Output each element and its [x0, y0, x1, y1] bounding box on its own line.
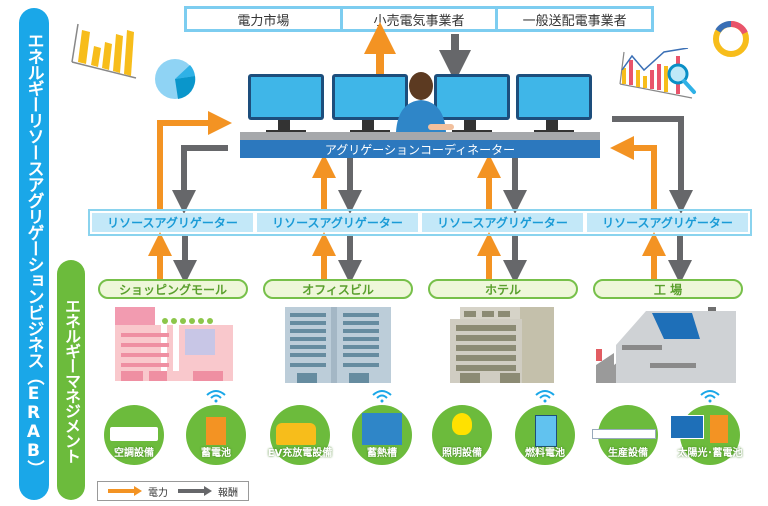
legend-power-label: 電力	[148, 487, 168, 499]
facility-hotel: ホテル	[428, 279, 578, 299]
hotel-building-icon	[450, 307, 554, 383]
resource-aggregator-4: リソースアグリゲーター	[587, 213, 748, 232]
office-building-icon	[285, 307, 391, 383]
resource-aggregator-row: リソースアグリゲーター リソースアグリゲーター リソースアグリゲーター リソース…	[88, 209, 752, 236]
ev-charger-icon	[276, 423, 316, 445]
device-label: EV充放電設備	[267, 448, 333, 459]
device-label: 照明設備	[442, 448, 482, 459]
device-fuel-cell: 燃料電池	[515, 405, 575, 465]
coordinator-desk	[240, 132, 600, 140]
reward-arrow-right-outer	[612, 116, 693, 214]
bar-chart-icon	[71, 23, 137, 79]
market-cell-transmission-distribution: 一般送配電事業者	[498, 9, 652, 29]
aggregation-coordinator-bar: アグリゲーションコーディネーター	[240, 140, 600, 158]
erab-label: エネルギーリソースアグリゲーションビジネス（ERAB）	[19, 8, 49, 500]
device-label: 燃料電池	[525, 448, 565, 459]
device-label: 空調設備	[114, 448, 154, 459]
energy-management-label: エネルギーマネジメント	[57, 260, 85, 500]
device-label: 生産設備	[608, 448, 648, 459]
legend-reward-label: 報酬	[218, 487, 238, 499]
device-production-equipment: 生産設備	[592, 405, 658, 465]
resource-aggregator-2: リソースアグリゲーター	[257, 213, 418, 232]
resource-aggregator-3: リソースアグリゲーター	[422, 213, 583, 232]
power-arrow-left-outer	[157, 111, 232, 209]
power-arrow-right-outer	[610, 136, 657, 209]
resource-aggregator-1: リソースアグリゲーター	[92, 213, 253, 232]
device-solar-battery: 太陽光･蓄電池	[670, 405, 743, 465]
donut-chart-icon	[713, 21, 749, 57]
device-storage-battery: 蓄電池	[186, 405, 246, 465]
storage-battery-icon	[206, 417, 226, 445]
facility-office-building: オフィスビル	[263, 279, 413, 299]
solar-battery-icon	[670, 415, 704, 439]
wifi-icon	[700, 390, 720, 403]
operator-person-icon	[396, 72, 454, 132]
device-label: 蓄熱槽	[367, 448, 397, 459]
device-ev-charger: EV充放電設備	[268, 405, 332, 465]
line-chart-magnifier-icon	[619, 48, 696, 99]
legend: 電力 報酬	[97, 481, 249, 501]
market-cell-power-market: 電力市場	[187, 9, 340, 29]
monitor-4	[516, 74, 592, 133]
device-label: 蓄電池	[201, 448, 231, 459]
wifi-icon	[372, 390, 392, 403]
reward-arrow-left-outer	[172, 145, 228, 214]
light-bulb-icon	[452, 413, 472, 435]
reward-arrow-legend-icon	[178, 486, 212, 496]
facility-factory: 工 場	[593, 279, 743, 299]
device-lighting: 照明設備	[432, 405, 492, 465]
wifi-icon	[206, 390, 226, 403]
power-arrow-legend-icon	[108, 486, 142, 496]
market-participants-box: 電力市場 小売電気事業者 一般送配電事業者	[184, 6, 654, 32]
battery-icon	[710, 415, 728, 443]
device-air-conditioner: 空調設備	[104, 405, 164, 465]
factory-icon	[596, 307, 736, 383]
monitor-1	[248, 74, 324, 133]
monitor-3	[434, 74, 510, 133]
device-heat-storage: 蓄熱槽	[352, 405, 412, 465]
pie-chart-icon	[155, 59, 196, 99]
production-equipment-icon	[592, 429, 656, 439]
facility-shopping-mall: ショッピングモール	[98, 279, 248, 299]
monitor-2	[332, 74, 408, 133]
device-label: 太陽光･蓄電池	[677, 448, 743, 459]
fuel-cell-icon	[535, 415, 557, 447]
air-conditioner-icon	[110, 427, 158, 441]
shopping-mall-icon	[115, 307, 233, 381]
wifi-icon	[535, 390, 555, 403]
heat-storage-tank-icon	[362, 413, 402, 445]
